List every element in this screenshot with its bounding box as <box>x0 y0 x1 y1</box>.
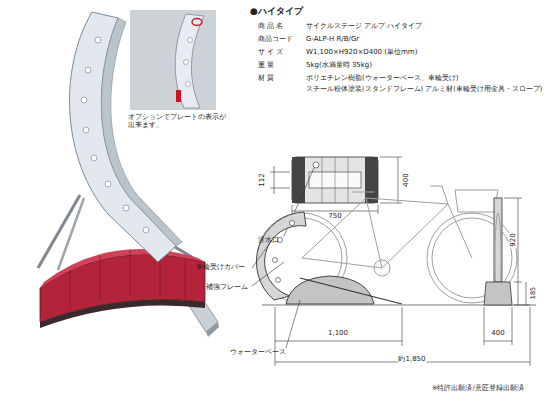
table-key: 商 品 名 <box>258 22 283 30</box>
footnote: ※特許出願済/意匠登録出願済 <box>432 385 524 393</box>
dimension: 185 <box>530 287 538 299</box>
table-value: サイクルステージ アルプ ハイタイプ <box>306 22 422 30</box>
table-value: スチール粉体塗装(スタンドフレーム) アルミ材(車輪受け用金具・スロープ) <box>306 86 542 94</box>
table-key: 商品コード <box>258 35 293 43</box>
table-value: G-ALP-H R/B/Gr <box>306 35 359 43</box>
dimension: 400 <box>402 173 410 186</box>
part-name: 補強フレーム <box>206 283 248 291</box>
part-name: ウォーターベース <box>230 348 286 356</box>
table-value: ポリエチレン樹脂(ウォーターベース、車輪受け) <box>306 74 458 82</box>
dimension: 112 <box>258 173 266 186</box>
dimension: 920 <box>509 232 517 247</box>
part-name: 車輪受けカバー <box>196 263 245 271</box>
table-key: 材 質 <box>258 74 274 82</box>
dimension: 1,100 <box>328 329 348 337</box>
dimension: 750 <box>328 212 341 220</box>
dimension: 400 <box>491 329 504 337</box>
table-key: サ イ ズ <box>258 48 283 56</box>
table-value: 5kg(水満量時 35kg) <box>306 61 372 69</box>
part-name: 注水口 <box>258 236 279 244</box>
table-value: W1,100×H920×D400 (単位mm) <box>306 48 417 56</box>
inset-note: オプションでプレートの表示が 出来ます。 <box>128 113 234 130</box>
table-key: 重 量 <box>258 61 274 69</box>
section-heading: ●ハイタイプ <box>250 6 303 17</box>
dimension: 約1,850 <box>397 355 426 363</box>
